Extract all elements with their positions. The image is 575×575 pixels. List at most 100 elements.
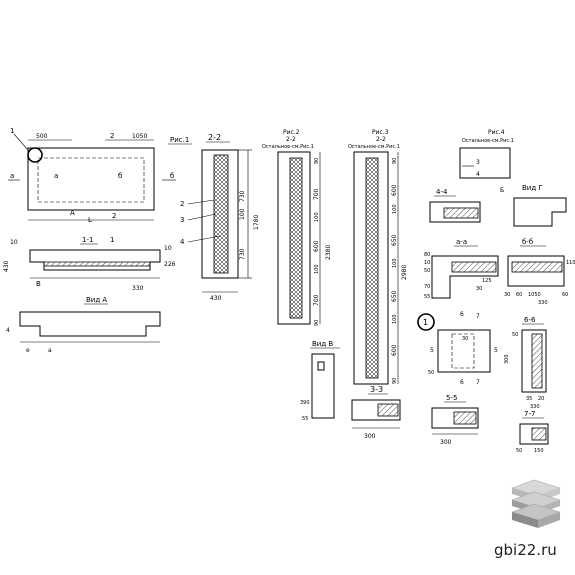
- fig4-node-dim-6b: 6: [460, 379, 464, 386]
- fig1-detail-circle: [27, 147, 43, 163]
- fig3-dim-90a: 90: [392, 158, 398, 164]
- fig2-dim-90a: 90: [314, 158, 320, 164]
- fig3-section-label: 2-2: [376, 136, 386, 143]
- fig4-sec-aa-outline: [431, 255, 499, 299]
- sec2-2-callout-4: 4: [180, 238, 185, 246]
- fig3-section: Рис.3 2-2 Остальное-см.Рис.1 90 600 100 …: [348, 129, 408, 385]
- fig1-outline: [27, 147, 155, 211]
- fig1-view-a-dim-e: е: [26, 347, 30, 354]
- fig4-sec-bb: б-б: [522, 238, 533, 246]
- fig4-aa-dim-55: 55: [424, 294, 430, 300]
- fig1-mark-2-bottom: 2: [112, 212, 116, 220]
- fig3-dim-90b: 90: [392, 378, 398, 384]
- fig4-node-dim-6a: 6: [460, 311, 464, 318]
- fig4-66-dim-50: 50: [512, 332, 518, 338]
- fig1-dim-226: 226: [164, 261, 176, 268]
- fig4-aa-dim-80: 80: [424, 252, 430, 258]
- view-b-dim-55: 55: [302, 416, 308, 422]
- sec2-2-title: 2-2: [208, 133, 221, 142]
- fig2-dim-600: 600: [313, 240, 320, 252]
- fig4-details: Рис.4 Остальное-см.Рис.1 3 4 4-4 Вид Г Б…: [417, 129, 575, 454]
- fig1-view-a-body: [19, 311, 161, 337]
- fig1-section-body: [29, 249, 161, 271]
- fig1-mark-b-left: б: [118, 172, 122, 180]
- fig2-section: Рис.2 2-2 Остальное-см.Рис.1 90 700 100 …: [262, 129, 332, 326]
- fig3-dim-650a: 650: [391, 234, 398, 246]
- fig4-sec4-4-outline: [429, 201, 481, 223]
- fig1-view-b-mark: В: [36, 280, 41, 288]
- fig3-dim-650b: 650: [391, 290, 398, 302]
- sec2-2-dim-100: 100: [239, 208, 246, 220]
- fig2-dim-700b: 700: [313, 294, 320, 306]
- fig1-leader-label: 1: [10, 127, 14, 135]
- fig2-note: Остальное-см.Рис.1: [262, 144, 314, 150]
- fig2-section-label: 2-2: [286, 136, 296, 143]
- sec2-2-callout-2: 2: [180, 200, 184, 208]
- fig1-mark-1-section: 1: [110, 236, 114, 244]
- fig3-dim-100c: 100: [392, 314, 398, 324]
- sec2-2-dim-730b: 730: [239, 248, 246, 260]
- fig1-section-1-1: 1-1: [82, 236, 93, 244]
- sec2-2-callout-3: 3: [180, 216, 184, 224]
- sec3-3-outline: [351, 399, 401, 421]
- sec2-2-insulation: [213, 154, 229, 274]
- fig4-aa-dim-10: 10: [424, 260, 430, 266]
- fig1-view-a: Вид А: [86, 296, 107, 304]
- fig4-bb-dim-1050: 1050: [528, 292, 541, 298]
- stacked-slabs-icon: [511, 479, 561, 528]
- sec2-2-outline: [201, 149, 239, 279]
- fig4-view-v-mark: Б: [500, 187, 504, 194]
- fig1-dim-10b: 10: [164, 245, 172, 252]
- fig4-node-dim-5b: 5: [494, 347, 498, 354]
- fig4-bb-dim-60b: 60: [562, 292, 568, 298]
- fig4-sec7-7: 7-7: [524, 410, 535, 418]
- fig4-node-dim-7b: 7: [476, 379, 480, 386]
- fig2-insulation: [289, 157, 303, 319]
- fig3-dim-600b: 600: [391, 344, 398, 356]
- fig4-sec6-6: 6-6: [524, 316, 536, 324]
- fig4-sec5-5: 5-5: [446, 394, 457, 402]
- fig1-dim-500: 500: [36, 133, 48, 140]
- fig2-caption: Рис.2: [283, 129, 300, 136]
- fig4-55-dim-300: 300: [440, 439, 452, 446]
- fig3-dim-2980: 2980: [401, 265, 408, 280]
- fig4-77-dim-150: 150: [534, 448, 544, 454]
- fig4-aa-dim-50: 50: [424, 268, 430, 274]
- fig4-sec-aa: а-а: [456, 238, 467, 246]
- fig4-mark-4a: 4: [476, 171, 480, 178]
- view-b-outline: [311, 353, 335, 419]
- fig4-caption: Рис.4: [488, 129, 505, 136]
- view-b-dim-390: 390: [300, 400, 310, 406]
- fig4-node-dim-50a: 50: [428, 370, 434, 376]
- fig4-view-v: Вид Г: [522, 184, 543, 192]
- view-b-title: Вид В: [312, 340, 333, 348]
- fig4-node-dim-30: 30: [462, 336, 468, 342]
- fig4-node-dim-5a: 5: [430, 347, 434, 354]
- fig1-view-a-dim-a: а: [48, 347, 52, 354]
- fig1-caption: Рис.1: [170, 136, 189, 144]
- fig4-aa-dim-125: 125: [482, 278, 492, 284]
- fig2-dim-2380: 2380: [325, 245, 332, 260]
- fig1-mark-2-top: 2: [110, 132, 114, 140]
- fig4-node-dim-7a: 7: [476, 313, 480, 320]
- fig4-sec4-4: 4-4: [436, 188, 448, 196]
- fig3-dim-600a: 600: [391, 184, 398, 196]
- fig1-plan: Рис.1 500 1050 2 1 a a б б A L 2 1-1 430…: [3, 127, 192, 354]
- fig2-dim-100b: 100: [314, 264, 320, 274]
- sec2-2-dim-1780: 1780: [253, 215, 260, 230]
- fig4-bb-dim-330: 330: [538, 300, 548, 306]
- fig4-node-outline: [437, 329, 491, 373]
- section-3-3: 3-3 300: [351, 385, 401, 440]
- fig1-dim-1050: 1050: [132, 133, 147, 140]
- fig3-caption: Рис.3: [372, 129, 389, 136]
- fig4-77-dim-50: 50: [516, 448, 522, 454]
- fig4-view-v-outline: [513, 197, 567, 227]
- fig3-note: Остальное-см.Рис.1: [348, 144, 400, 150]
- fig4-bb-dim-110: 110: [566, 260, 575, 266]
- fig1-dim-330: 330: [132, 285, 144, 292]
- fig4-mark-3a: 3: [476, 159, 480, 166]
- sec3-3-title: 3-3: [370, 385, 383, 394]
- view-b: Вид В 390 55: [300, 340, 340, 422]
- fig3-dim-100b: 100: [392, 258, 398, 268]
